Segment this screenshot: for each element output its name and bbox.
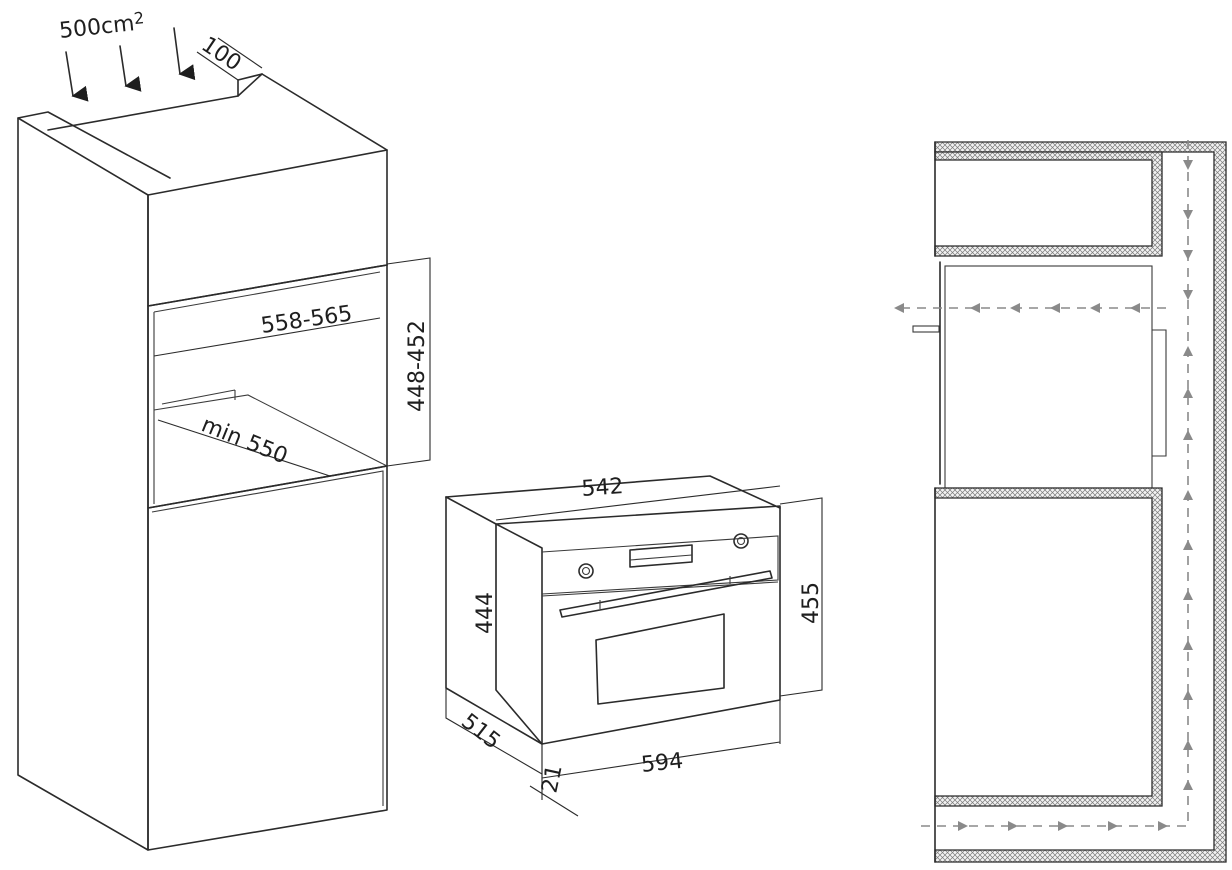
niche-width-dimension [153,317,381,357]
cabinet-left-side [17,117,149,851]
gap-top-label: 100 [197,32,246,76]
down-arrow-icon [119,45,142,92]
airflow-rear-channel [915,140,1189,827]
airflow-arrow-icon [894,160,1193,831]
left-knob-center [581,566,591,576]
top-compartment-wall [934,151,1163,257]
oven-body-top-edge [445,496,497,525]
oven-drawing: 542 444 455 515 594 21 [445,474,824,817]
handle-mounts [599,576,731,609]
top-shelf-front [147,194,388,307]
depth-dimension [445,688,543,775]
front-height-dimension [779,497,823,697]
display-line [629,554,693,561]
right-knob-center [736,536,746,546]
oven-front-left [495,523,543,745]
gap-dimension-lines [196,37,263,81]
oven-body-height-label: 444 [473,592,498,634]
niche-depth-dimension [157,419,331,477]
oven-handle-section [912,325,940,333]
top-width-dimension [495,485,781,521]
oven-body-top [445,475,781,509]
niche-height-label: 448-452 [405,320,430,412]
niche-back-rail [161,389,236,405]
niche-floor [153,394,388,467]
niche-depth-label: min 550 [198,412,291,469]
lower-door [147,465,388,851]
oven-front-height-label: 455 [799,582,824,624]
ventilation-section [894,140,1227,863]
lower-compartment-wall [934,487,1163,807]
niche-height-dimension [386,257,431,467]
oven-window [595,613,725,705]
niche-inner-edge [153,271,381,504]
cabinet-drawing: 500cm2 100 558-565 448-452 min 550 [17,8,431,851]
control-strip [541,535,779,595]
oven-back-protrusion [1152,329,1167,457]
vent-area-label: 500cm2 [58,8,146,44]
oven-front-panel [495,505,781,745]
cabinet-top-front [147,149,388,266]
front-thickness-label: 21 [537,763,567,796]
right-knob [733,533,749,549]
down-arrow-icon [65,51,89,102]
cabinet-top-edge [17,111,171,179]
niche-width-label: 558-565 [259,301,354,339]
oven-top-width-label: 542 [581,474,625,502]
down-arrow-icon [173,27,196,81]
display-panel [629,544,693,568]
door-handle [559,570,773,618]
lower-door-edge [151,470,384,806]
cabinet-top-back [47,73,388,151]
front-thickness-dimension [529,744,579,817]
oven-box [944,265,1153,489]
left-knob [578,563,594,579]
oven-front-width-label: 594 [640,749,684,778]
